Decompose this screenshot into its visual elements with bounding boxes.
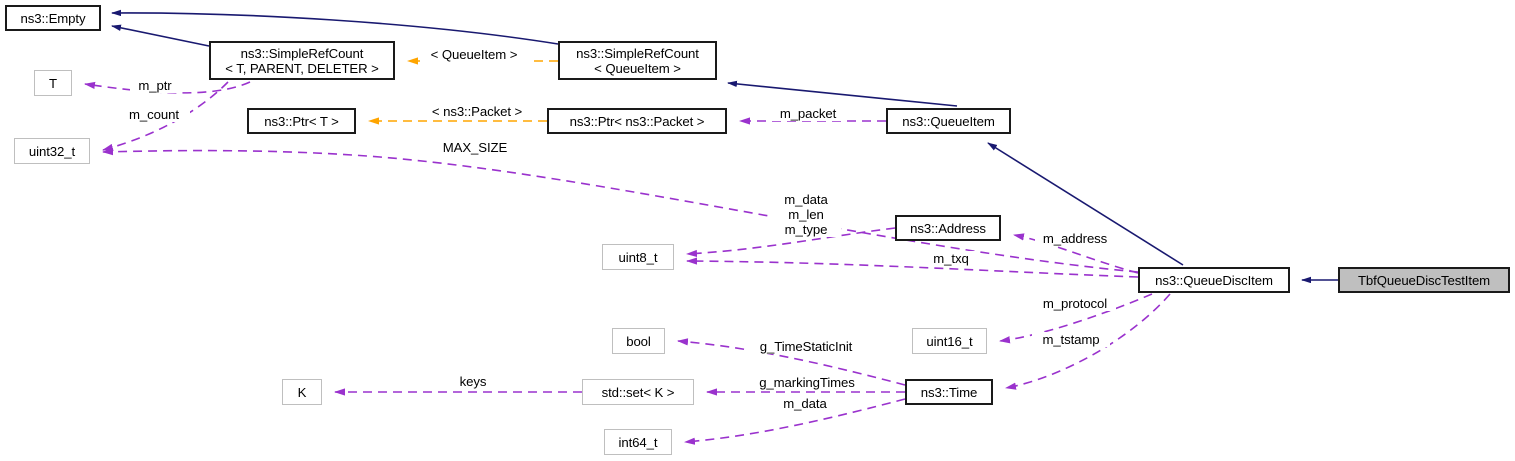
edge-label-m-data-len-type: m_data m_len m_type — [771, 192, 841, 237]
node-type-int64-t[interactable]: int64_t — [604, 429, 672, 455]
node-ns3-address[interactable]: ns3::Address — [895, 215, 1001, 241]
edge-srcQI-to-empty — [111, 9, 559, 45]
edge-queueDiscItem-to-queueItem — [987, 142, 1184, 266]
edge-label-g-markingtimes: g_markingTimes — [748, 375, 866, 390]
node-type-uint32-t[interactable]: uint32_t — [14, 138, 90, 164]
node-ns3-simplerefcount-queueitem[interactable]: ns3::SimpleRefCount < QueueItem > — [558, 41, 717, 80]
node-ns3-simplerefcount-generic[interactable]: ns3::SimpleRefCount < T, PARENT, DELETER… — [209, 41, 395, 80]
node-type-K[interactable]: K — [282, 379, 322, 405]
node-ns3-queuediscitem[interactable]: ns3::QueueDiscItem — [1138, 267, 1290, 293]
edge-srcT-to-empty — [111, 24, 210, 47]
node-type-uint16-t[interactable]: uint16_t — [912, 328, 987, 354]
edge-label-keys: keys — [454, 374, 492, 389]
node-type-uint8-t[interactable]: uint8_t — [602, 244, 674, 270]
edge-label-m-packet: m_packet — [772, 106, 844, 121]
node-ns3-queueitem[interactable]: ns3::QueueItem — [886, 108, 1011, 134]
node-ns3-ptr-packet[interactable]: ns3::Ptr< ns3::Packet > — [547, 108, 727, 134]
edge-label-m-count: m_count — [118, 107, 190, 122]
edge-label-g-timestaticinit: g_TimeStaticInit — [747, 339, 865, 354]
node-tbfqueuedisctestitem[interactable]: TbfQueueDiscTestItem — [1338, 267, 1510, 293]
node-ns3-empty[interactable]: ns3::Empty — [5, 5, 101, 31]
node-std-set-k[interactable]: std::set< K > — [582, 379, 694, 405]
edge-label-m-txq: m_txq — [925, 251, 977, 266]
edge-label-m-tstamp: m_tstamp — [1032, 332, 1110, 347]
edge-label-queueitem-template: < QueueItem > — [420, 47, 528, 62]
node-ns3-time[interactable]: ns3::Time — [905, 379, 993, 405]
edge-queueDiscItem-to-uint8-m_txq — [686, 257, 1139, 278]
edge-label-packet-template: < ns3::Packet > — [418, 104, 536, 119]
node-type-bool[interactable]: bool — [612, 328, 665, 354]
edge-label-m-ptr: m_ptr — [130, 78, 180, 93]
node-ns3-ptr-generic[interactable]: ns3::Ptr< T > — [247, 108, 356, 134]
edge-queueItem-to-srcQI — [727, 80, 958, 107]
edge-label-m-data: m_data — [774, 396, 836, 411]
node-type-T[interactable]: T — [34, 70, 72, 96]
edge-label-m-protocol: m_protocol — [1034, 296, 1116, 311]
edge-label-max-size: MAX_SIZE — [435, 140, 515, 155]
edge-label-m-address: m_address — [1035, 231, 1115, 246]
